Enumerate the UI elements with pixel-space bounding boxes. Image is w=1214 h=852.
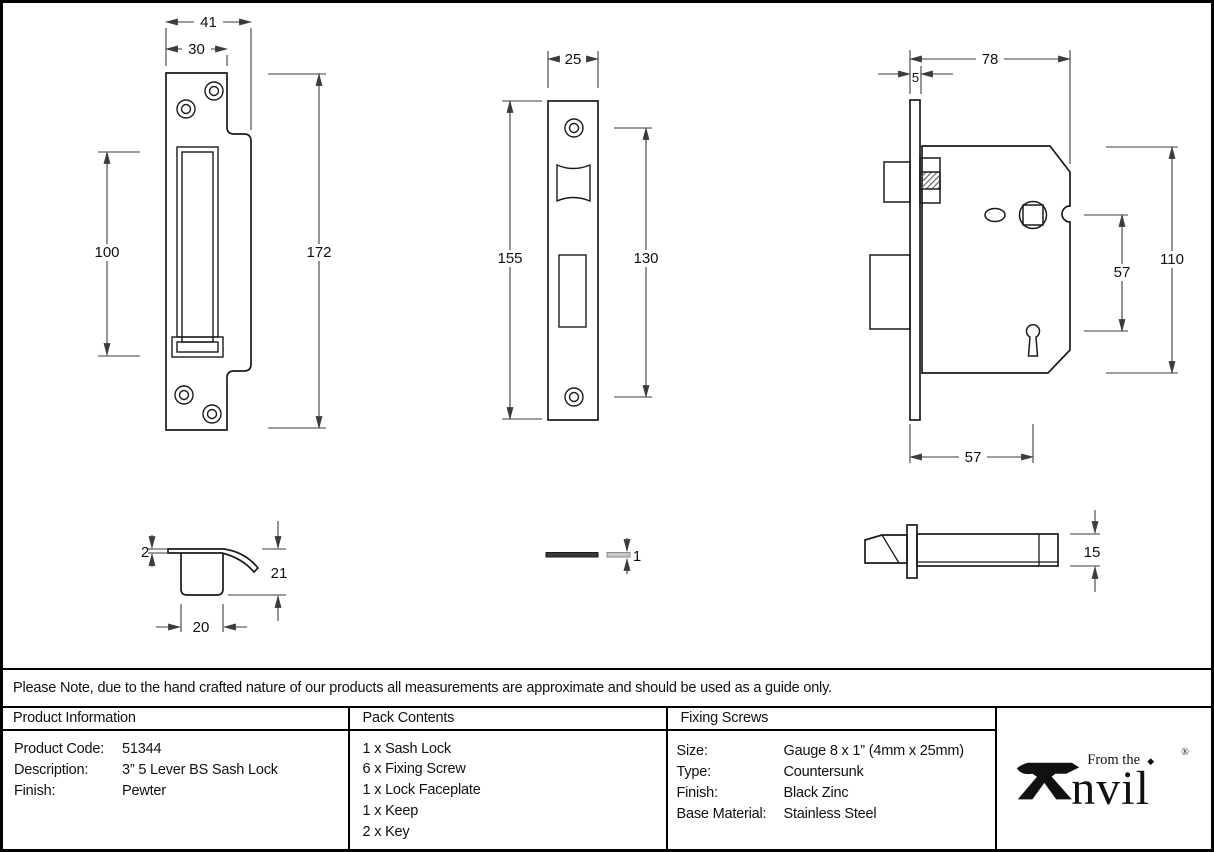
keep-front-drawing [165,72,252,431]
logo-prefix: From the [1087,751,1141,768]
keyhole [1025,324,1041,357]
fixing-screws-cell: Size: Gauge 8 x 1” (4mm x 25mm) Type: Co… [667,730,997,852]
row-label: Base Material: [676,805,767,822]
faceplate-front-dimensions [502,51,652,421]
row-value: Gauge 8 x 1” (4mm x 25mm) [783,742,965,759]
dim-faceplate-edge-thickness: 1 [633,548,641,565]
dim-lock-case-thickness: 15 [1084,544,1101,561]
row-value: Countersunk [783,763,864,780]
product-information-cell: Product Code: 51344 Description: 3” 5 Le… [0,730,350,852]
row-label: Finish: [14,782,56,799]
keep-side-dimensions [148,521,286,632]
lock-case-edge-latch [864,534,908,564]
faceplate-outline [547,100,599,421]
from-the-anvil-logo: From the ◆ nvil ® [1015,747,1195,813]
keep-plate-outline [165,72,252,431]
dim-lock-height: 110 [1160,251,1184,268]
keep-side-drawing [167,548,260,596]
note-text: Please Note, due to the hand crafted nat… [13,679,832,696]
header-fixing-screws: Fixing Screws [667,707,997,731]
keep-cutout-outer [176,146,219,338]
keep-side-plate [167,548,260,574]
row-value: 3” 5 Lever BS Sash Lock [122,761,278,778]
faceplate-bolt-cutout [558,254,587,328]
lock-case-outline [921,145,1071,374]
list-item: 1 x Keep [362,802,419,819]
row-value: 51344 [122,740,162,757]
dim-lock-spindle-to-key: 57 [1114,264,1131,281]
row-label: Product Code: [14,740,105,757]
keep-side-box [180,553,224,596]
lock-body-drawing [869,99,1071,421]
row-label: Size: [676,742,708,759]
dim-keep-box-width: 20 [193,619,210,636]
header-pack-contents: Pack Contents [349,707,668,731]
table-row: Product Code: 51344 [14,739,348,760]
keep-cutout-inner [181,151,214,343]
dim-keep-depth: 21 [271,565,288,582]
deadbolt [869,254,911,330]
faceplate-edge-bar [545,552,599,558]
pack-contents-cell: 1 x Sash Lock 6 x Fixing Screw 1 x Lock … [349,730,668,852]
spindle-hole-square [1022,204,1044,226]
header-label: Product Information [13,710,136,726]
keep-screw-holes [174,81,224,424]
keep-cutout-lip-outer [171,336,224,358]
table-row: Description: 3” 5 Lever BS Sash Lock [14,760,348,781]
row-label: Finish: [676,784,719,801]
faceplate-front-drawing [547,100,599,421]
latch-bolt-spring [919,171,941,190]
faceplate-latch-cutout [556,163,591,203]
anvil-icon [1017,762,1080,800]
lock-case-edge-dimensions [1070,510,1100,592]
header-product-information: Product Information [0,707,350,731]
dim-keep-cutout-height: 100 [94,244,119,261]
row-label: Description: [14,761,89,778]
row-value: Black Zinc [783,784,849,801]
lock-case-edge-drawing [864,524,1059,579]
logo-name: nvil [1071,761,1150,815]
measurement-note: Please Note, due to the hand crafted nat… [0,668,1214,708]
dim-keep-plate-thickness: 2 [141,544,149,561]
header-label: Fixing Screws [680,710,769,726]
dim-faceplate-height: 155 [497,250,522,267]
technical-drawings: 41 30 100 172 [94,14,1184,636]
row-label: Type: [676,763,712,780]
table-row: Size: Gauge 8 x 1” (4mm x 25mm) [677,741,995,762]
dim-keep-overall-height: 172 [306,244,331,261]
latch-bolt-head [883,161,911,203]
table-row: Type: Countersunk [677,762,995,783]
table-row: Base Material: Stainless Steel [677,804,995,825]
faceplate-edge-bar-end [606,552,631,558]
lock-case-edge-faceplate [906,524,918,579]
dim-lock-faceplate-thickness: 5 [912,70,919,85]
list-item: 2 x Key [362,823,410,840]
dim-keep-overall-width: 41 [200,14,217,31]
lock-body-dimensions [878,50,1178,463]
faceplate-edge-drawing: 1 [545,538,641,574]
fixing-slot [984,207,1006,223]
row-value: Stainless Steel [783,805,877,822]
row-value: Pewter [122,782,166,799]
header-label: Pack Contents [362,710,455,726]
dim-keep-plate-width: 30 [188,41,205,58]
table-row: Finish: Pewter [14,781,348,802]
list-item: 1 x Lock Faceplate [362,782,481,799]
diamond-icon: ◆ [1147,755,1155,766]
registered-mark: ® [1181,746,1189,758]
lock-faceplate-bar [909,99,921,421]
brand-logo-cell: From the ◆ nvil ® [997,708,1214,852]
keep-cutout-lip-inner [176,341,219,353]
lock-case-edge-body [916,533,1059,567]
dim-faceplate-hole-centres: 130 [633,250,658,267]
dim-faceplate-width: 25 [565,51,582,68]
list-item: 1 x Sash Lock [362,740,452,757]
dim-lock-backset: 57 [965,449,982,466]
table-row: Finish: Black Zinc [677,783,995,804]
spindle-hole-circle [1018,200,1048,230]
list-item: 6 x Fixing Screw [362,761,466,778]
dim-lock-depth: 78 [982,51,999,68]
